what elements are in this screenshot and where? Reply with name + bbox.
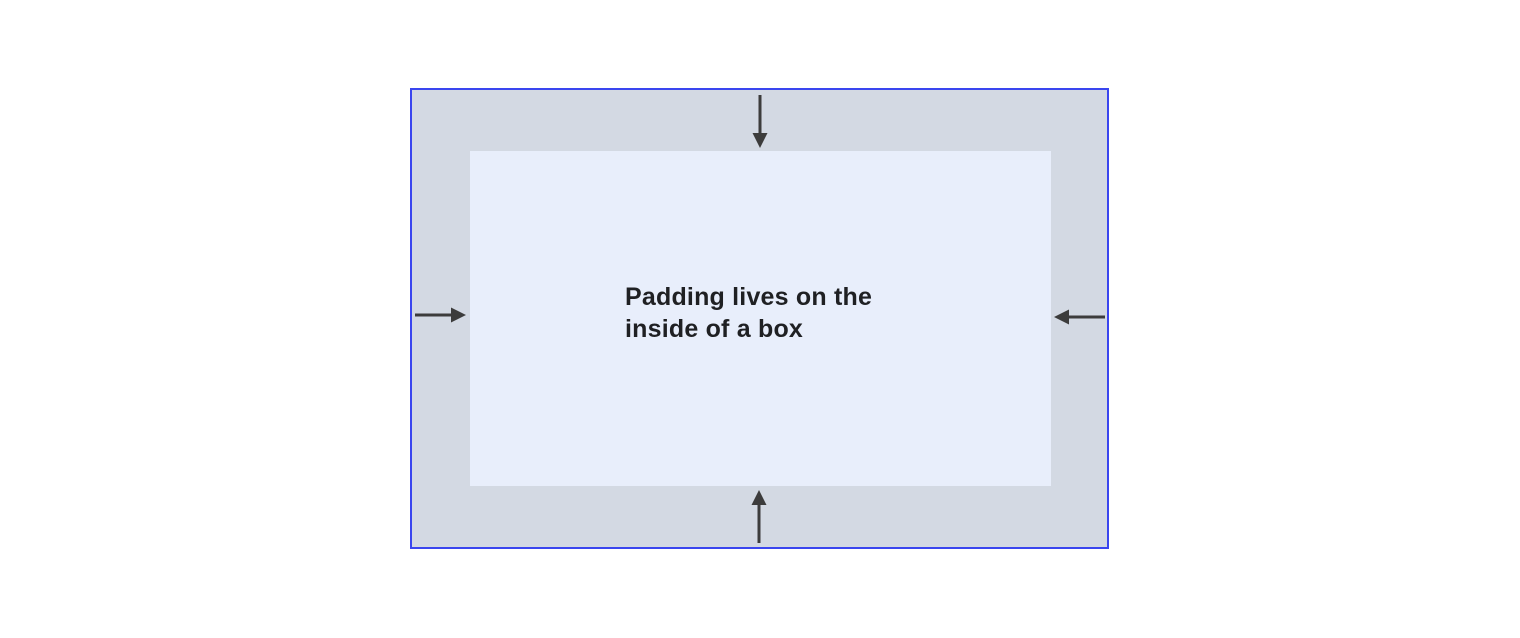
arrow-down-icon bbox=[750, 95, 770, 149]
arrow-right-icon bbox=[415, 305, 467, 325]
arrow-up-icon bbox=[749, 490, 769, 543]
arrow-left-icon bbox=[1053, 307, 1105, 327]
content-box-label: Padding lives on the inside of a box bbox=[625, 283, 873, 343]
content-box bbox=[470, 151, 1051, 486]
